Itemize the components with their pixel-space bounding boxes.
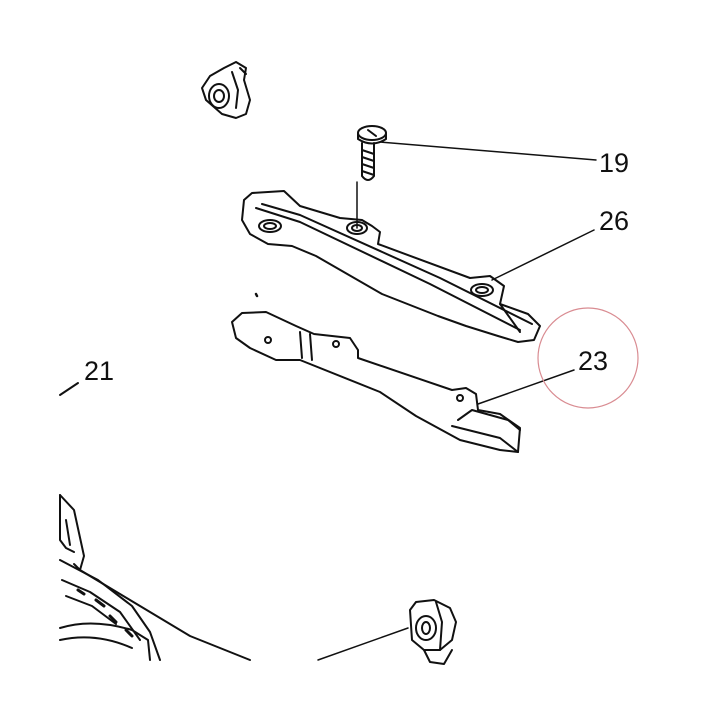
- callout-21: 21: [84, 356, 115, 386]
- screw-part-19: [357, 126, 386, 228]
- flange-nut-part: [410, 600, 456, 664]
- leader-line-26: [491, 229, 595, 281]
- callout-19: 19: [599, 148, 630, 178]
- clip-part: [202, 62, 250, 118]
- leader-line-23: [477, 369, 575, 405]
- bracket-part-23: [232, 294, 520, 452]
- callout-23: 23: [578, 346, 609, 376]
- housing-part-21: [60, 383, 250, 660]
- callout-26: 26: [599, 206, 630, 236]
- leader-line-nut: [317, 627, 409, 661]
- highlight-circle: [537, 307, 639, 409]
- bracket-part-26: [242, 191, 540, 342]
- leader-lines: [317, 141, 597, 661]
- leader-line-19: [379, 141, 597, 161]
